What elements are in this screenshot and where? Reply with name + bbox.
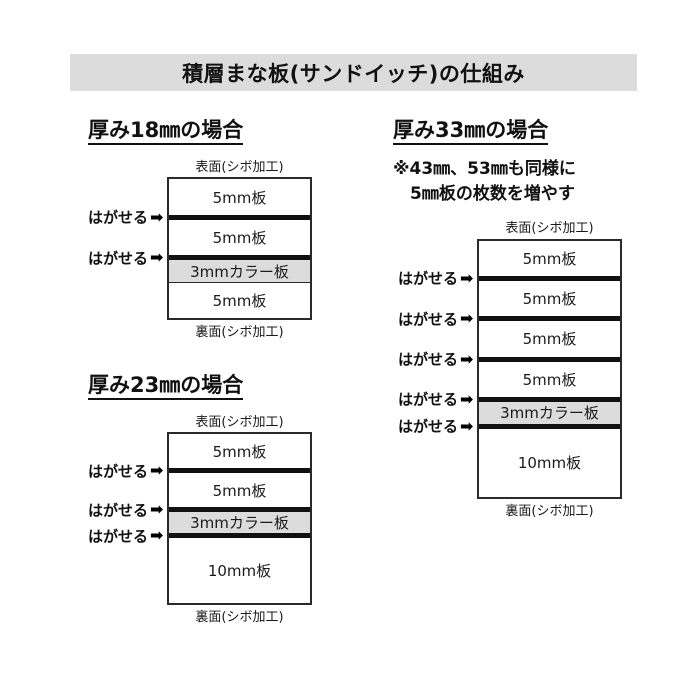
layer-label: 3mmカラー板 bbox=[500, 404, 599, 423]
layer-plain: 5mm板 bbox=[479, 316, 620, 357]
layer-label: 5mm板 bbox=[522, 370, 577, 389]
layer-color: 3mmカラー板 bbox=[169, 255, 310, 282]
peelable-marker: はがせる➡ bbox=[88, 247, 163, 268]
right-arrow-icon: ➡ bbox=[460, 349, 474, 369]
layer-plain: 5mm板 bbox=[169, 281, 310, 319]
back-face-label: 裏面(シボ加工) bbox=[505, 503, 594, 519]
layer-color: 3mmカラー板 bbox=[169, 507, 310, 534]
peelable-label: はがせる bbox=[398, 310, 459, 329]
layer-label: 5mm板 bbox=[522, 249, 577, 268]
section-heading: 厚み18㎜の場合 bbox=[88, 118, 244, 146]
section-note: ※43㎜、53㎜も同様に 5㎜板の枚数を増やす bbox=[393, 159, 576, 204]
layer-plain: 5mm板 bbox=[479, 356, 620, 397]
right-arrow-icon: ➡ bbox=[150, 499, 164, 519]
peelable-label: はがせる bbox=[398, 390, 459, 409]
peelable-label: はがせる bbox=[88, 501, 149, 520]
peelable-label: はがせる bbox=[88, 208, 149, 227]
layer-color: 3mmカラー板 bbox=[479, 396, 620, 424]
diagram-title-bar: 積層まな板(サンドイッチ)の仕組み bbox=[70, 54, 637, 91]
peelable-marker: はがせる➡ bbox=[88, 460, 163, 481]
stack-diagram: 表面(シボ加工) 5mm板 5mm板 5mm板 5mm板 3mmカラー板 10mm板 裏面… bbox=[477, 220, 622, 520]
right-arrow-icon: ➡ bbox=[150, 525, 164, 545]
right-arrow-icon: ➡ bbox=[460, 308, 474, 328]
front-face-label: 表面(シボ加工) bbox=[195, 160, 284, 176]
back-face-label: 裏面(シボ加工) bbox=[195, 610, 284, 626]
peelable-marker: はがせる➡ bbox=[398, 349, 473, 370]
layer-plain: 5mm板 bbox=[479, 240, 620, 276]
right-arrow-icon: ➡ bbox=[460, 268, 474, 288]
peelable-marker: はがせる➡ bbox=[88, 207, 163, 228]
peelable-label: はがせる bbox=[398, 417, 459, 436]
peelable-label: はがせる bbox=[88, 527, 149, 546]
layer-label: 10mm板 bbox=[517, 454, 582, 473]
layer-label: 5mm板 bbox=[212, 481, 267, 500]
front-face-label: 表面(シボ加工) bbox=[505, 221, 594, 237]
stack-diagram: 表面(シボ加工) 5mm板 5mm板 3mmカラー板 10mm板 裏面(シボ加工) bbox=[167, 414, 312, 627]
peelable-label: はがせる bbox=[88, 249, 149, 268]
peelable-marker: はがせる➡ bbox=[398, 389, 473, 410]
layer-stack: 5mm板 5mm板 5mm板 5mm板 3mmカラー板 10mm板 bbox=[477, 238, 622, 499]
peelable-marker: はがせる➡ bbox=[398, 268, 473, 289]
section-thickness-33: 厚み33㎜の場合 ※43㎜、53㎜も同様に 5㎜板の枚数を増やす 表面(シボ加工… bbox=[393, 118, 622, 521]
layer-label: 5mm板 bbox=[522, 290, 577, 309]
layer-stack: 5mm板 5mm板 3mmカラー板 5mm板 bbox=[167, 177, 312, 321]
layer-plain: 5mm板 bbox=[169, 179, 310, 215]
layer-label: 5mm板 bbox=[212, 442, 267, 461]
layer-plain: 5mm板 bbox=[169, 434, 310, 469]
layer-label: 5mm板 bbox=[212, 292, 267, 311]
page-title: 積層まな板(サンドイッチ)の仕組み bbox=[182, 61, 525, 86]
layer-plain: 5mm板 bbox=[479, 275, 620, 317]
section-thickness-18: 厚み18㎜の場合 表面(シボ加工) 5mm板 5mm板 3mmカラー板 5mm板 裏面… bbox=[88, 118, 312, 343]
front-face-label: 表面(シボ加工) bbox=[195, 415, 284, 431]
section-heading: 厚み23㎜の場合 bbox=[88, 373, 244, 401]
right-arrow-icon: ➡ bbox=[150, 247, 164, 267]
layer-label: 5mm板 bbox=[522, 330, 577, 349]
layer-stack: 5mm板 5mm板 3mmカラー板 10mm板 bbox=[167, 432, 312, 606]
layer-plain: 10mm板 bbox=[169, 533, 310, 604]
peelable-label: はがせる bbox=[88, 462, 149, 481]
layer-plain: 10mm板 bbox=[479, 423, 620, 497]
peelable-marker: はがせる➡ bbox=[88, 525, 163, 546]
layer-label: 3mmカラー板 bbox=[190, 514, 289, 533]
right-arrow-icon: ➡ bbox=[150, 207, 164, 227]
layer-label: 3mmカラー板 bbox=[190, 262, 289, 281]
peelable-marker: はがせる➡ bbox=[398, 416, 473, 437]
layer-plain: 5mm板 bbox=[169, 214, 310, 256]
layer-label: 10mm板 bbox=[207, 562, 272, 581]
right-arrow-icon: ➡ bbox=[460, 389, 474, 409]
back-face-label: 裏面(シボ加工) bbox=[195, 325, 284, 341]
section-heading: 厚み33㎜の場合 bbox=[393, 118, 549, 146]
layer-label: 5mm板 bbox=[212, 188, 267, 207]
right-arrow-icon: ➡ bbox=[150, 460, 164, 480]
peelable-label: はがせる bbox=[398, 269, 459, 288]
layer-plain: 5mm板 bbox=[169, 468, 310, 508]
section-thickness-23: 厚み23㎜の場合 表面(シボ加工) 5mm板 5mm板 3mmカラー板 10mm板 裏… bbox=[88, 373, 312, 628]
right-arrow-icon: ➡ bbox=[460, 416, 474, 436]
peelable-label: はがせる bbox=[398, 350, 459, 369]
stack-diagram: 表面(シボ加工) 5mm板 5mm板 3mmカラー板 5mm板 裏面(シボ加工) bbox=[167, 159, 312, 342]
peelable-marker: はがせる➡ bbox=[398, 308, 473, 329]
peelable-marker: はがせる➡ bbox=[88, 499, 163, 520]
layer-label: 5mm板 bbox=[212, 228, 267, 247]
